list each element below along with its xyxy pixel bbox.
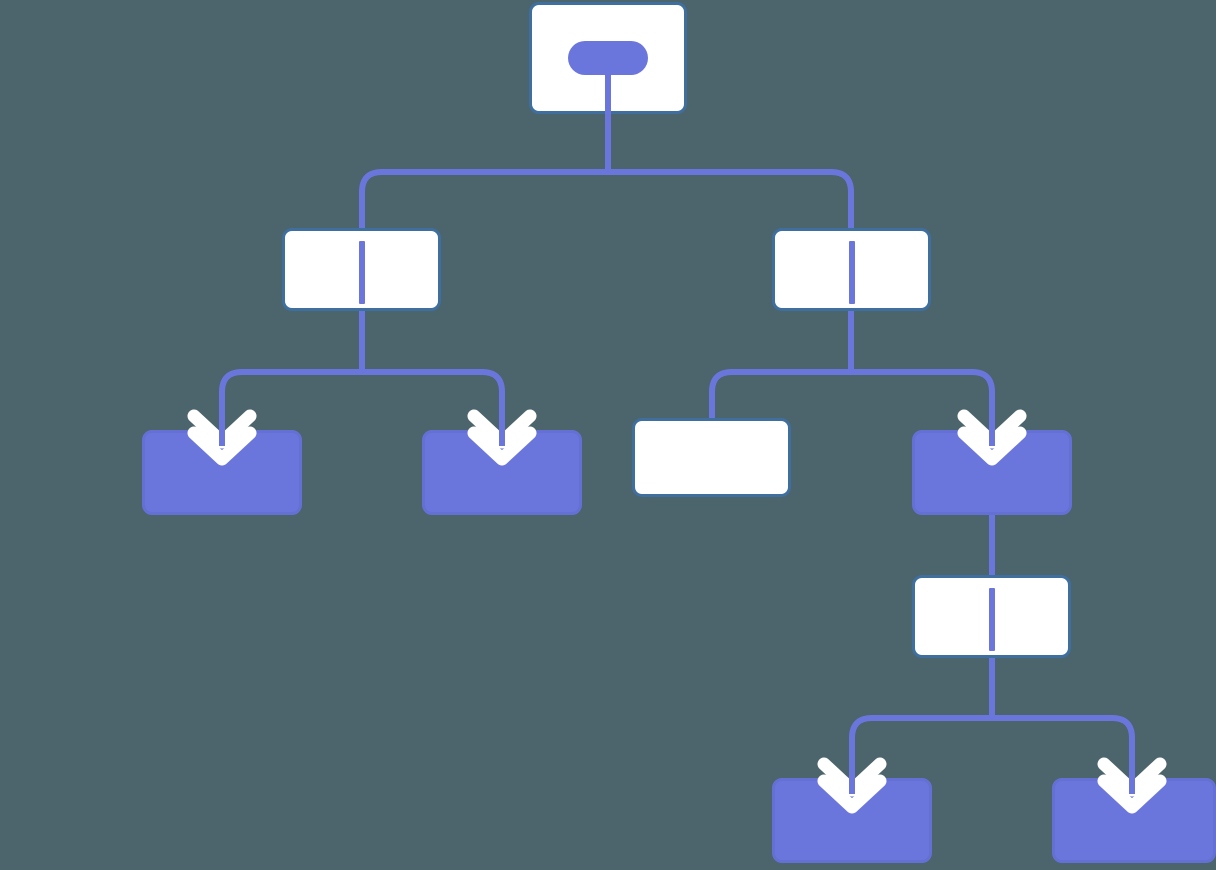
node-level1-right[interactable]	[772, 228, 931, 311]
node-level3-subnode-stub	[989, 588, 995, 651]
node-level1-left-stub	[359, 241, 365, 304]
node-leaf-left[interactable]	[772, 778, 932, 863]
node-level1-right-stub	[849, 241, 855, 304]
node-level2-left-child2[interactable]	[422, 430, 582, 515]
node-level2-right-child1[interactable]	[632, 418, 791, 497]
node-level2-right-child2[interactable]	[912, 430, 1072, 515]
node-level3-subnode[interactable]	[912, 575, 1071, 658]
node-level2-left-child1[interactable]	[142, 430, 302, 515]
node-leaf-right[interactable]	[1052, 778, 1216, 863]
node-root[interactable]	[529, 2, 687, 117]
node-root-stub	[605, 63, 611, 117]
node-level1-left[interactable]	[282, 228, 441, 311]
